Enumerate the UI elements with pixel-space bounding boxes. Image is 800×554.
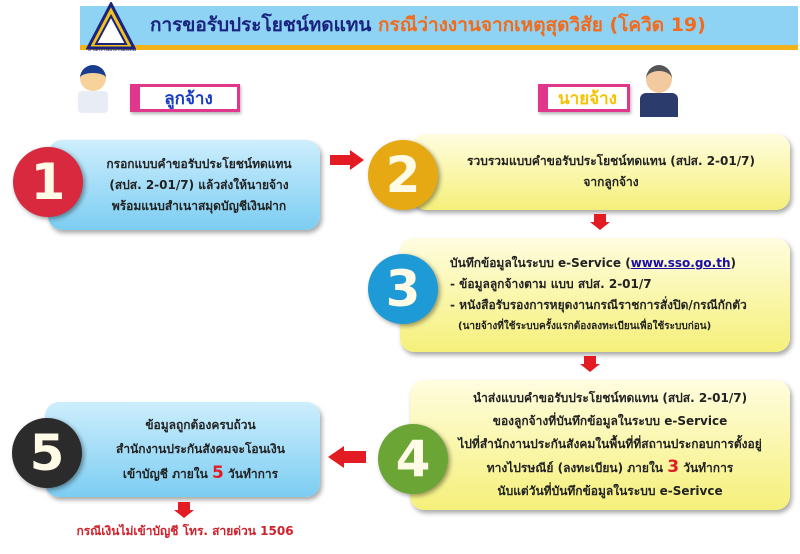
sso-logo-icon	[86, 2, 136, 50]
step-text: สำนักงานประกันสังคมจะโอนเงิน	[116, 442, 285, 456]
employee-avatar	[70, 65, 115, 125]
step-1-box: กรอกแบบคำขอรับประโยชน์ทดแทน (สปส. 2-01/7…	[48, 140, 320, 230]
arrow-down-icon	[584, 356, 596, 364]
arrow-down-head	[590, 222, 610, 230]
page-title: การขอรับประโยชน์ทดแทน กรณีว่างงานจากเหตุ…	[150, 14, 706, 36]
arrow-right-icon	[350, 150, 364, 170]
employer-label: นายจ้าง	[538, 84, 630, 112]
step-text: รวบรวมแบบคำขอรับประโยชน์ทดแทน (สปส. 2-01…	[467, 154, 755, 168]
step-2-number: 2	[368, 140, 438, 210]
step-text: จากลูกจ้าง	[583, 175, 639, 189]
sso-website-link[interactable]: www.sso.go.th	[630, 256, 731, 270]
hotline-note: กรณีเงินไม่เข้าบัญชี โทร. สายด่วน 1506	[76, 524, 294, 538]
step-2-box: รวบรวมแบบคำขอรับประโยชน์ทดแทน (สปส. 2-01…	[412, 134, 790, 210]
arrow-down-icon	[178, 502, 190, 510]
step-text: นับแต่วันที่บันทึกข้อมูลในระบบ e-Serivce	[497, 484, 723, 498]
step-text: - ข้อมูลลูกจ้างตาม แบบ สปส. 2-01/7	[450, 277, 652, 291]
step-5-box: ข้อมูลถูกต้องครบถ้วน สำนักงานประกันสังคม…	[45, 402, 320, 497]
arrow-left-head	[328, 446, 344, 468]
step-text: พร้อมแนบสำเนาสมุดบัญชีเงินฝาก	[111, 198, 287, 213]
step-5-number: 5	[12, 418, 82, 488]
header-bar	[80, 6, 798, 50]
employee-label: ลูกจ้าง	[130, 84, 240, 112]
step-1-number: 1	[13, 147, 83, 217]
employer-avatar	[636, 65, 681, 125]
step-text: (นายจ้างที่ใช้ระบบครั้งแรกต้องลงทะเบียนเ…	[458, 321, 712, 332]
step-text: ทางไปรษณีย์ (ลงทะเบียน) ภายใน 3 วันทำการ	[486, 457, 734, 477]
step-text: ไปที่สำนักงานประกันสังคมในพื้นที่ที่สถาน…	[458, 437, 762, 451]
arrow-down-head	[580, 364, 600, 372]
step-text: กรอกแบบคำขอรับประโยชน์ทดแทน	[106, 156, 292, 171]
step-3-box: บันทึกข้อมูลในระบบ e-Service (www.sso.go…	[400, 238, 790, 352]
step-text: นำส่งแบบคำขอรับประโยชน์ทดแทน (สปส. 2-01/…	[472, 391, 748, 405]
logo-text: สำนักงานประกันสังคม	[87, 47, 137, 53]
step-text: ข้อมูลถูกต้องครบถ้วน	[145, 418, 256, 432]
arrow-down-icon	[594, 214, 606, 222]
step-text: เข้าบัญชี ภายใน 5 วันทำการ	[122, 463, 279, 483]
arrow-down-head	[174, 510, 194, 518]
step-4-box: นำส่งแบบคำขอรับประโยชน์ทดแทน (สปส. 2-01/…	[410, 380, 790, 510]
step-text: ของลูกจ้างที่บันทึกข้อมูลในระบบ e-Servic…	[492, 414, 728, 428]
step-3-number: 3	[368, 254, 438, 324]
step-text: บันทึกข้อมูลในระบบ e-Service (www.sso.go…	[450, 256, 736, 270]
step-4-number: 4	[378, 424, 448, 494]
step-text: - หนังสือรับรองการหยุดงานกรณีราชการสั่งป…	[450, 298, 747, 312]
arrow-left-icon	[344, 451, 366, 463]
step-text: (สปส. 2-01/7) แล้วส่งให้นายจ้าง	[109, 177, 289, 192]
arrow-right-shaft	[330, 155, 350, 165]
